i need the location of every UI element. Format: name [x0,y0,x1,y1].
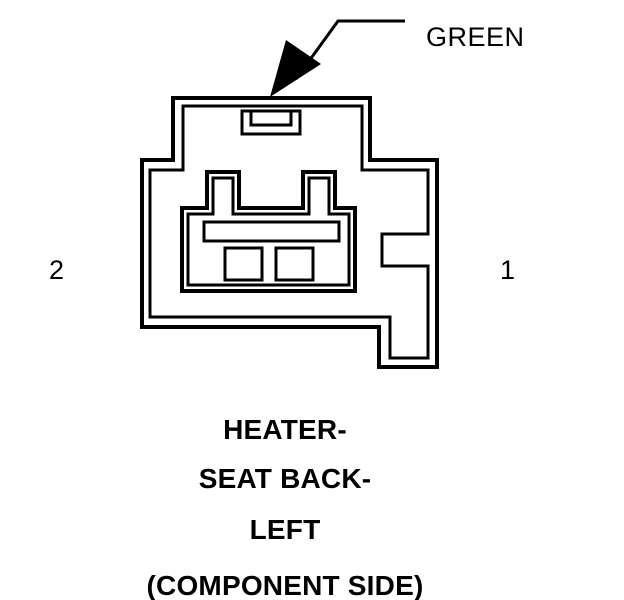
latch-tab-inner [249,109,293,127]
terminal-cavity-pin-2 [223,246,264,282]
connector-title-line-1: HEATER- [223,414,347,445]
terminal-cavity-pin-1 [274,246,315,282]
terminal-cavity-inner [186,176,351,287]
pin-1-label: 1 [500,255,516,285]
callout-leader-line [294,19,405,80]
callout-arrowhead [270,40,321,97]
pin-2-label: 2 [49,255,65,285]
view-side-label: (COMPONENT SIDE) [146,570,424,600]
terminal-bar [202,220,341,243]
wire-color-label: GREEN [426,22,525,52]
connector-title-line-2: SEAT BACK- [198,463,372,494]
connector-title-line-3: LEFT [249,514,321,545]
connector-housing-inner [148,104,430,360]
